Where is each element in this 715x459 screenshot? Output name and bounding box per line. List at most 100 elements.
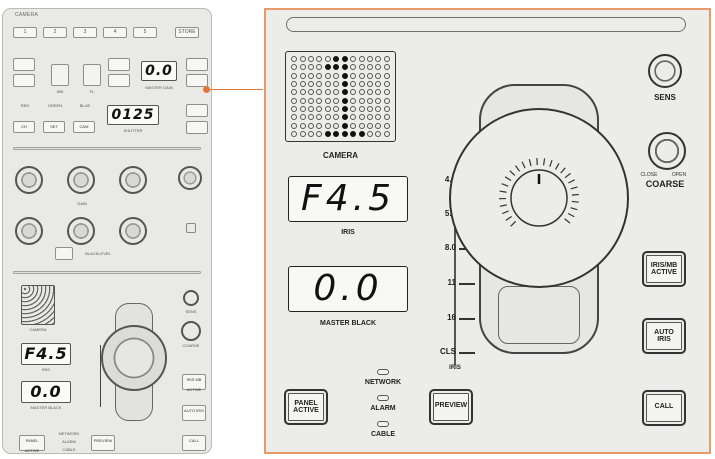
preview-button[interactable]: PREVIEW bbox=[429, 389, 473, 425]
matrix-dot bbox=[291, 97, 298, 104]
matrix-dot bbox=[375, 97, 382, 104]
iris-joystick[interactable] bbox=[449, 108, 629, 288]
mini-coarse-label: COARSE bbox=[182, 343, 200, 348]
dial-tick bbox=[499, 204, 507, 207]
mini-call-button[interactable]: CALL bbox=[182, 435, 206, 451]
overview-panel: CAMERA 1 2 3 4 5 STORE WB FL 0.0 MASTER … bbox=[2, 8, 212, 454]
auto-iris-button[interactable]: AUTO IRIS bbox=[642, 318, 686, 354]
callout-line bbox=[206, 89, 263, 90]
mini-auto-iris-button[interactable]: AUTO IRIS bbox=[182, 405, 206, 421]
matrix-dot bbox=[341, 81, 348, 88]
mini-iris-mb-button[interactable]: IRIS MB ACTIVE bbox=[182, 374, 206, 392]
iris-mb-line2: ACTIVE bbox=[651, 269, 677, 276]
master-gain-knob[interactable] bbox=[178, 166, 202, 190]
matrix-dot bbox=[383, 114, 390, 121]
matrix-dot bbox=[333, 105, 340, 112]
master-gain-label: MASTER GAIN bbox=[145, 85, 173, 90]
dial-tick bbox=[571, 200, 579, 203]
master-gain-down-button[interactable] bbox=[186, 74, 208, 87]
mini-coarse-knob[interactable] bbox=[181, 321, 201, 341]
master-gain-up-button[interactable] bbox=[186, 58, 208, 71]
iris-display: F4.5 bbox=[288, 176, 408, 222]
tone-down-button[interactable] bbox=[108, 74, 130, 87]
blue-gain-knob[interactable] bbox=[119, 166, 147, 194]
camera-4-button[interactable]: 4 bbox=[103, 27, 127, 38]
shutter-up-button[interactable] bbox=[186, 104, 208, 117]
network-label: NETWORK bbox=[364, 379, 402, 386]
camera-1-button[interactable]: 1 bbox=[13, 27, 37, 38]
scale-11: 11 bbox=[447, 278, 456, 287]
mini-preview-button[interactable]: PREVIEW bbox=[91, 435, 115, 451]
camera-label: CAMERA bbox=[322, 151, 359, 160]
matrix-dot bbox=[333, 130, 340, 137]
wb-button[interactable] bbox=[51, 64, 69, 86]
matrix-dot bbox=[383, 72, 390, 79]
matrix-dot bbox=[333, 122, 340, 129]
matrix-dot bbox=[366, 97, 373, 104]
gain-up-button[interactable] bbox=[13, 58, 35, 71]
matrix-dot bbox=[324, 72, 331, 79]
matrix-dot bbox=[350, 130, 357, 137]
store-button[interactable]: STORE bbox=[175, 27, 199, 38]
zoomed-panel: CAMERA F4.5 IRIS 0.0 MASTER BLACK 4.0 5.… bbox=[264, 8, 711, 454]
blue-black-knob[interactable] bbox=[119, 217, 147, 245]
matrix-dot bbox=[316, 122, 323, 129]
matrix-dot bbox=[299, 97, 306, 104]
coarse-knob[interactable] bbox=[648, 132, 686, 170]
scale-cls: CLS bbox=[440, 347, 456, 356]
matrix-dot bbox=[375, 89, 382, 96]
matrix-dot bbox=[291, 72, 298, 79]
panel-active-button[interactable]: PANEL ACTIVE bbox=[284, 389, 328, 425]
mini-sens-knob[interactable] bbox=[183, 290, 199, 306]
matrix-dot bbox=[358, 72, 365, 79]
mini-panel-active-button[interactable]: PANEL ACTIVE bbox=[19, 435, 45, 453]
green-black-knob[interactable] bbox=[67, 217, 95, 245]
matrix-dot bbox=[291, 64, 298, 71]
camera-3-button[interactable]: 3 bbox=[73, 27, 97, 38]
camera-2-button[interactable]: 2 bbox=[43, 27, 67, 38]
matrix-dot bbox=[350, 72, 357, 79]
dial-inner-ring bbox=[510, 169, 568, 227]
camera-5-button[interactable]: 5 bbox=[133, 27, 157, 38]
mini-iris-joystick[interactable] bbox=[101, 325, 167, 391]
ch-button[interactable]: CH bbox=[13, 121, 35, 133]
matrix-dot bbox=[316, 97, 323, 104]
dial-tick bbox=[564, 218, 571, 224]
matrix-dot bbox=[291, 122, 298, 129]
red-gain-knob[interactable] bbox=[15, 166, 43, 194]
matrix-dot bbox=[324, 114, 331, 121]
red-label: RED bbox=[20, 103, 30, 108]
dial-tick bbox=[521, 161, 526, 169]
cam-button[interactable]: CAM bbox=[73, 121, 95, 133]
matrix-dot bbox=[324, 97, 331, 104]
tone-up-button[interactable] bbox=[108, 58, 130, 71]
matrix-dot bbox=[341, 97, 348, 104]
blacklevel-reset-button[interactable] bbox=[55, 247, 73, 260]
matrix-dot bbox=[358, 89, 365, 96]
shutter-down-button[interactable] bbox=[186, 121, 208, 134]
call-button[interactable]: CALL bbox=[642, 390, 686, 426]
matrix-dot bbox=[366, 56, 373, 63]
dial-tick bbox=[568, 179, 575, 184]
matrix-dot bbox=[341, 130, 348, 137]
alarm-label: ALARM bbox=[370, 405, 396, 412]
cable-label: CABLE bbox=[370, 431, 396, 438]
red-black-knob[interactable] bbox=[15, 217, 43, 245]
gain-down-button[interactable] bbox=[13, 74, 35, 87]
iris-joystick-dial bbox=[498, 158, 579, 227]
matrix-dot bbox=[308, 56, 315, 63]
matrix-dot bbox=[350, 81, 357, 88]
set-button[interactable]: SET bbox=[43, 121, 65, 133]
fl-button[interactable] bbox=[83, 64, 101, 86]
green-gain-knob[interactable] bbox=[67, 166, 95, 194]
matrix-dot bbox=[333, 114, 340, 121]
mini-iris-label: IRIS bbox=[42, 367, 50, 372]
mini-alarm-label: ALARM bbox=[62, 439, 76, 444]
matrix-dot bbox=[299, 64, 306, 71]
matrix-dot bbox=[324, 122, 331, 129]
matrix-dot bbox=[341, 114, 348, 121]
iris-mb-active-button[interactable]: IRIS/MB ACTIVE bbox=[642, 251, 686, 287]
sens-knob[interactable] bbox=[648, 54, 682, 88]
scale-tick bbox=[459, 283, 475, 285]
matrix-dot bbox=[383, 130, 390, 137]
